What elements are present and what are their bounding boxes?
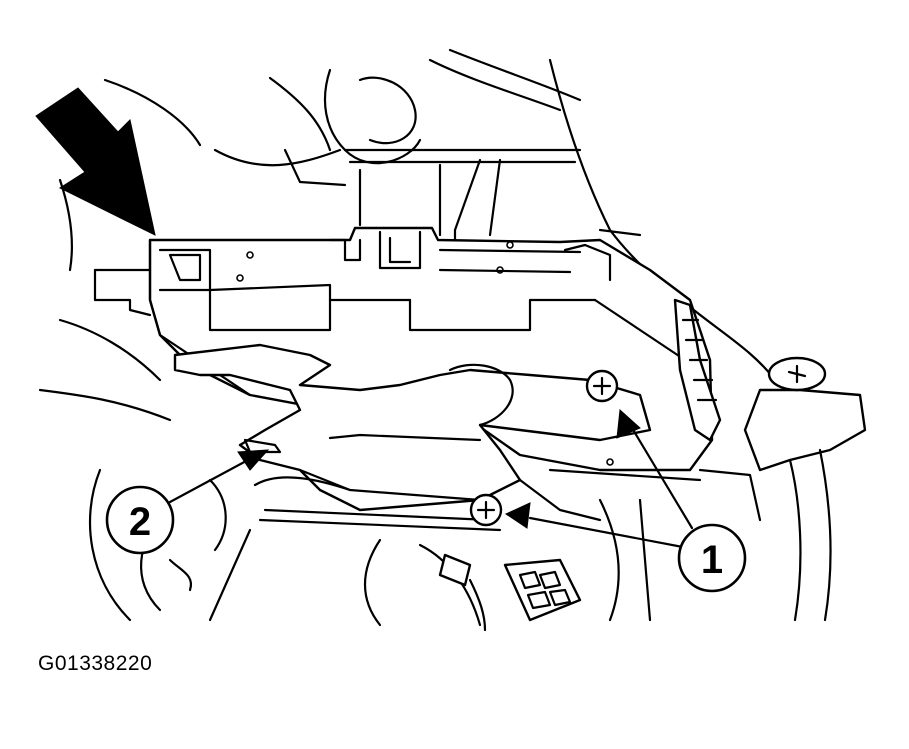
callout-2: 2 (105, 485, 175, 555)
callout-2-label: 2 (129, 500, 151, 544)
callout-1-label: 1 (701, 538, 723, 582)
screw-head-icon (787, 364, 807, 384)
mounting-bracket (173, 343, 652, 532)
side-connector (673, 298, 867, 622)
screws (469, 369, 619, 527)
location-arrow-icon (35, 87, 156, 236)
lower-structure (88, 468, 702, 632)
leader-lines (168, 408, 694, 550)
callout-1: 1 (677, 523, 747, 593)
figure-code: G01338220 (38, 652, 153, 675)
